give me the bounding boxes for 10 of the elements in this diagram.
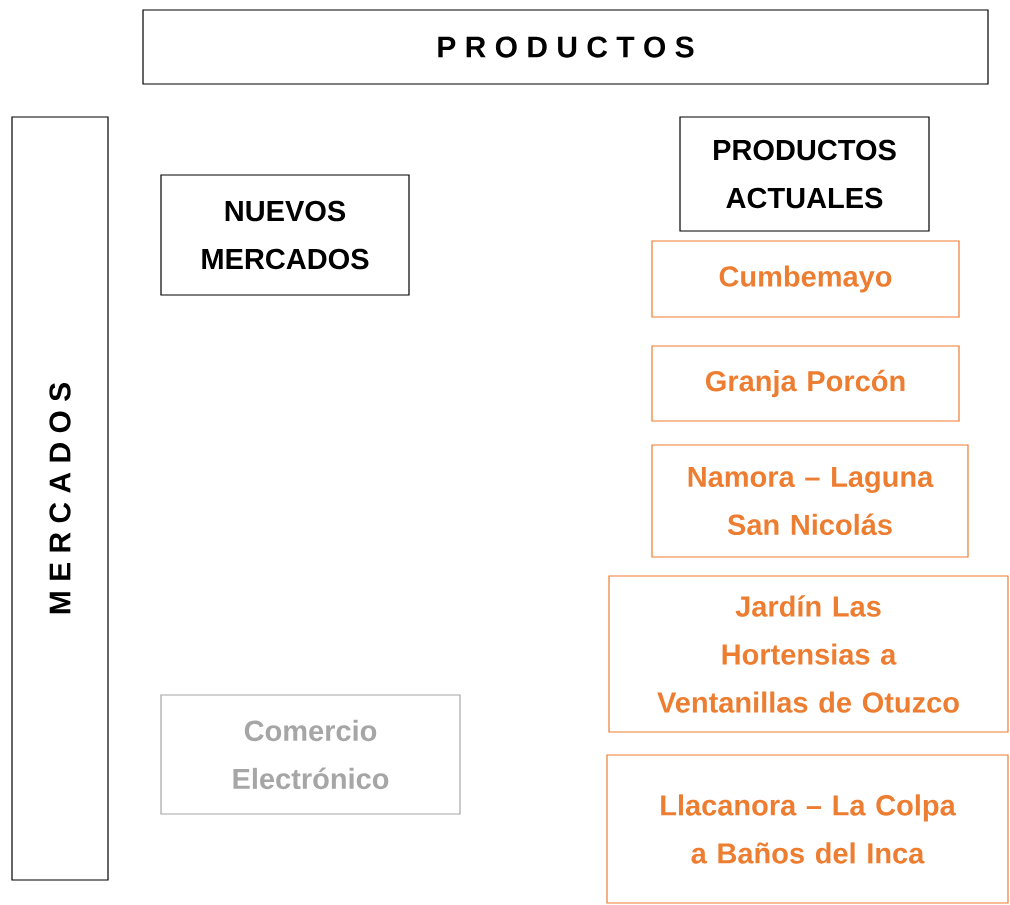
item-box: Cumbemayo: [651, 240, 960, 318]
heading-box: PRODUCTOS ACTUALES: [679, 116, 930, 232]
heading-box: NUEVOS MERCADOS: [160, 174, 410, 296]
side-header-box: M E R C A D O S: [11, 116, 109, 881]
item-box: Namora – Laguna San Nicolás: [651, 444, 969, 558]
item-box: Comercio Electrónico: [160, 694, 461, 815]
item-box: Llacanora – La Colpa a Baños del Inca: [606, 754, 1009, 904]
item-box: Jardín Las Hortensias a Ventanillas de Otuzco: [608, 575, 1009, 733]
header-box: P R O D U C T O S: [142, 9, 989, 85]
item-box: Granja Porcón: [651, 345, 960, 422]
